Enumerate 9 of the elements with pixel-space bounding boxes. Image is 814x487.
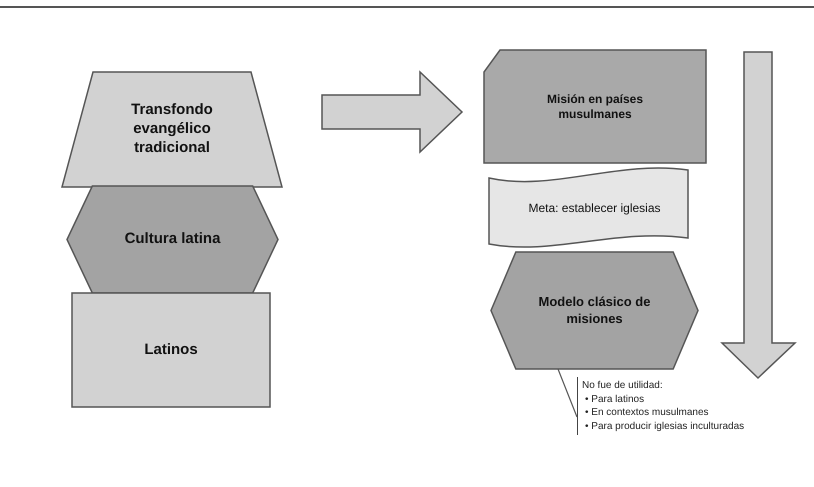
node-label: Transfondo evangélico tradicional bbox=[130, 101, 214, 158]
node-label: Misión en países musulmanes bbox=[546, 92, 644, 122]
block-arrow bbox=[321, 70, 464, 154]
leader-line bbox=[557, 368, 578, 418]
node-label: Modelo clásico de misiones bbox=[538, 294, 652, 327]
node-label: Cultura latina bbox=[124, 230, 222, 249]
node-label: Meta: establecer iglesias bbox=[527, 200, 662, 216]
bullet-note: No fue de utilidad: • Para latinos • En contextos musulmanes • Para producir iglesias inculturadas bbox=[577, 377, 757, 435]
node-label: Latinos bbox=[143, 340, 199, 360]
